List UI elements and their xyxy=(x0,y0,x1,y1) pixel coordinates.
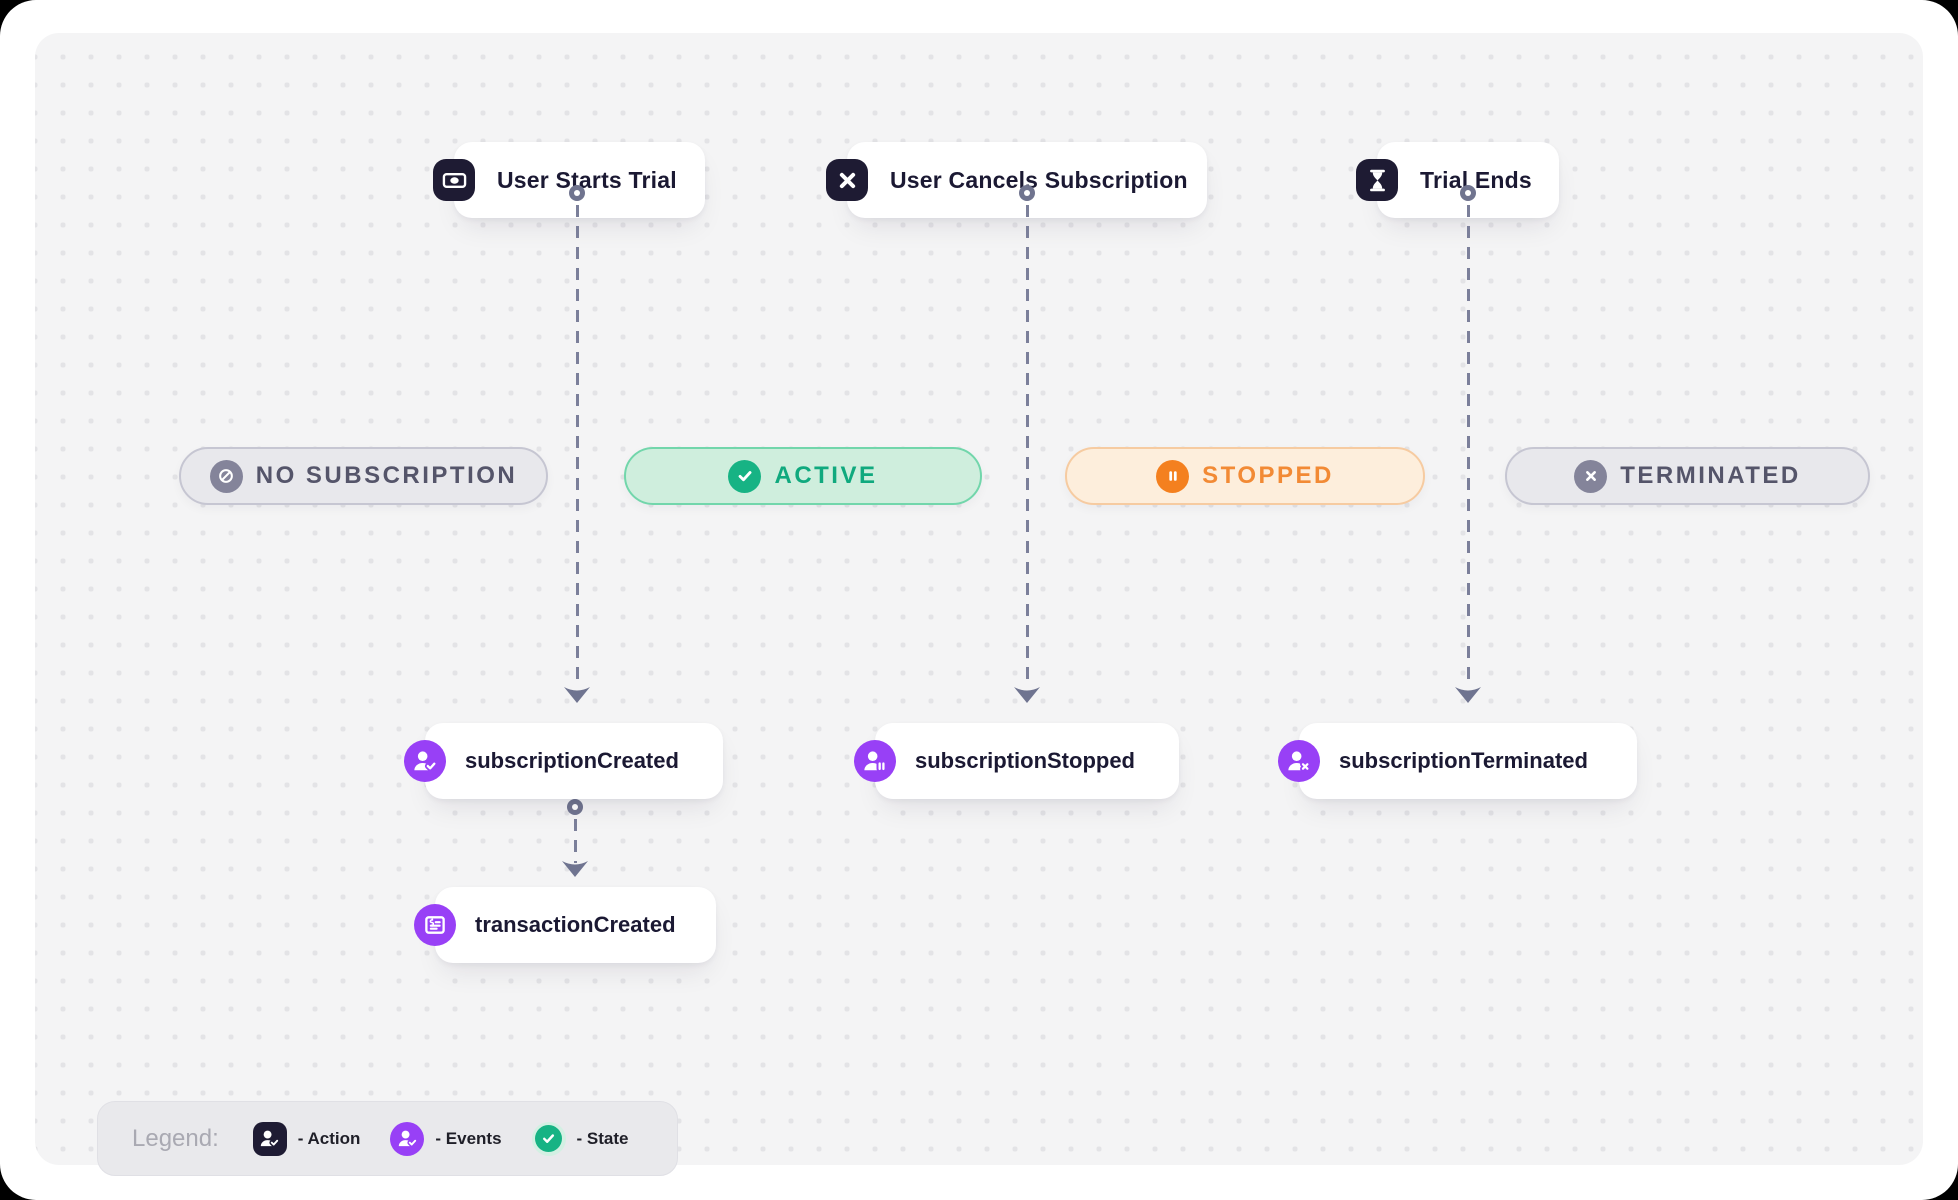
slash-circle-icon xyxy=(209,459,243,493)
user-check-icon xyxy=(390,1121,425,1156)
legend-panel: Legend: - Action xyxy=(97,1101,678,1176)
action-node-user-starts-trial[interactable]: User Starts Trial xyxy=(433,142,705,218)
legend-label: - Events xyxy=(435,1128,502,1148)
legend-label: - State xyxy=(576,1128,629,1148)
check-circle-icon xyxy=(531,1121,566,1156)
legend-item-action: - Action xyxy=(252,1121,361,1156)
x-circle-icon xyxy=(1574,459,1608,493)
state-label: STOPPED xyxy=(1202,462,1334,489)
arrowhead-icon xyxy=(1455,687,1481,703)
state-badge-terminated[interactable]: TERMINATED xyxy=(1505,447,1870,505)
pause-circle-icon xyxy=(1156,459,1190,493)
legend-label: - Action xyxy=(297,1128,361,1148)
legend-title: Legend: xyxy=(132,1124,219,1152)
arrowhead-icon xyxy=(1014,687,1040,703)
state-badge-stopped[interactable]: STOPPED xyxy=(1065,447,1425,505)
receipt-icon xyxy=(414,904,456,946)
action-label: User Cancels Subscription xyxy=(890,166,1188,193)
arrowhead-icon xyxy=(562,861,588,877)
event-node-subscription-created[interactable]: subscriptionCreated xyxy=(404,723,723,799)
diagram-canvas: User Starts Trial User Cancels Subscript… xyxy=(35,33,1923,1176)
connector-dot xyxy=(567,799,583,815)
banknote-icon xyxy=(433,159,475,201)
action-label: Trial Ends xyxy=(1420,166,1532,193)
user-check-icon xyxy=(404,740,446,782)
x-mark-icon xyxy=(826,159,868,201)
arrow-cancel-to-stopped xyxy=(1014,185,1040,725)
state-label: ACTIVE xyxy=(774,462,878,489)
state-label: TERMINATED xyxy=(1620,462,1801,489)
arrow-trialend-to-terminated xyxy=(1455,185,1481,725)
user-check-icon xyxy=(252,1121,287,1156)
event-label: transactionCreated xyxy=(475,912,676,937)
event-node-transaction-created[interactable]: transactionCreated xyxy=(414,887,716,963)
event-label: subscriptionCreated xyxy=(465,748,679,773)
state-label: NO SUBSCRIPTION xyxy=(255,462,518,489)
connector-dot xyxy=(569,185,585,201)
arrowhead-icon xyxy=(564,687,590,703)
event-node-subscription-stopped[interactable]: subscriptionStopped xyxy=(854,723,1179,799)
user-pause-icon xyxy=(854,740,896,782)
user-x-icon xyxy=(1278,740,1320,782)
legend-item-state: - State xyxy=(531,1121,629,1156)
connector-dot xyxy=(1460,185,1476,201)
event-label: subscriptionTerminated xyxy=(1339,748,1588,773)
hourglass-icon xyxy=(1356,159,1398,201)
event-node-subscription-terminated[interactable]: subscriptionTerminated xyxy=(1278,723,1637,799)
legend-item-events: - Events xyxy=(390,1121,502,1156)
state-badge-active[interactable]: ACTIVE xyxy=(624,447,982,505)
event-label: subscriptionStopped xyxy=(915,748,1135,773)
check-circle-icon xyxy=(728,459,762,493)
state-badge-no-subscription[interactable]: NO SUBSCRIPTION xyxy=(179,447,548,505)
arrow-trial-to-created xyxy=(564,185,590,725)
action-label: User Starts Trial xyxy=(497,166,677,193)
connector-dot xyxy=(1019,185,1035,201)
arrow-created-to-transaction xyxy=(562,799,588,897)
